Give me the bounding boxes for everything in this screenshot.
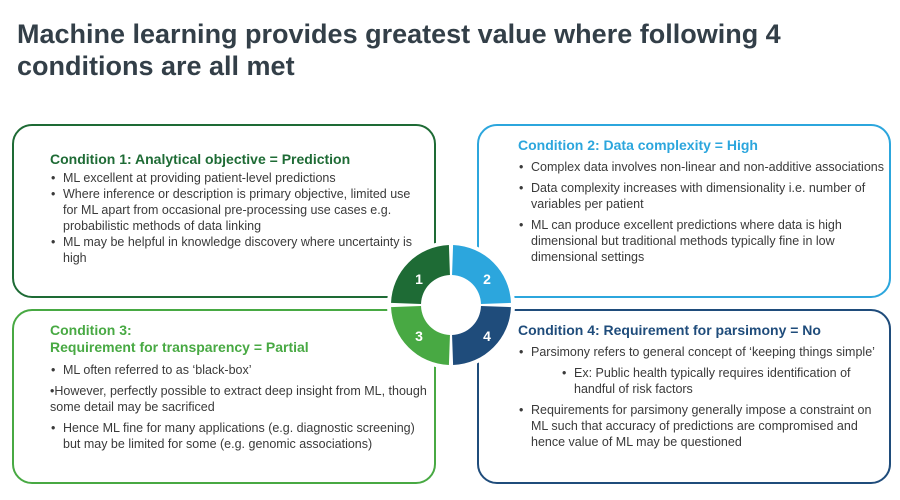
bullet-item: ML often referred to as ‘black-box’ bbox=[50, 362, 428, 378]
condition-donut: 1 2 3 4 bbox=[387, 241, 515, 369]
donut-label-1: 1 bbox=[415, 271, 423, 287]
donut-segment-2 bbox=[452, 245, 511, 304]
bullet-item: Parsimony refers to general concept of ‘… bbox=[518, 344, 884, 360]
donut-segment-1 bbox=[391, 245, 450, 304]
page-title: Machine learning provides greatest value… bbox=[17, 19, 781, 81]
bullet-item: Complex data involves non-linear and non… bbox=[518, 159, 886, 175]
bullet-item: Hence ML fine for many applications (e.g… bbox=[50, 420, 428, 452]
condition-1-bullets: ML excellent at providing patient-level … bbox=[50, 170, 428, 266]
condition-3-heading-line2: Requirement for transparency = Partial bbox=[50, 339, 309, 355]
donut-outline bbox=[387, 241, 515, 369]
condition-2-bullets: Complex data involves non-linear and non… bbox=[518, 159, 886, 265]
condition-3-heading-line1: Condition 3: bbox=[50, 322, 132, 338]
donut-segment-3 bbox=[391, 306, 450, 365]
donut-label-2: 2 bbox=[483, 271, 491, 287]
bullet-item: ML can produce excellent predictions whe… bbox=[518, 217, 886, 265]
condition-4-heading: Condition 4: Requirement for parsimony =… bbox=[518, 322, 821, 338]
condition-2-card: Condition 2: Data complexity = High Comp… bbox=[477, 124, 891, 298]
condition-1-card: Condition 1: Analytical objective = Pred… bbox=[12, 124, 436, 298]
condition-2-heading: Condition 2: Data complexity = High bbox=[518, 137, 758, 153]
donut-label-3: 3 bbox=[415, 328, 423, 344]
condition-3-bullets: ML often referred to as ‘black-box’ •How… bbox=[50, 362, 428, 452]
condition-4-card: Condition 4: Requirement for parsimony =… bbox=[477, 309, 891, 484]
bullet-item: ML may be helpful in knowledge discovery… bbox=[50, 234, 428, 266]
condition-4-bullets: Parsimony refers to general concept of ‘… bbox=[518, 344, 884, 450]
donut-label-4: 4 bbox=[483, 328, 491, 344]
condition-3-heading: Condition 3: Requirement for transparenc… bbox=[50, 322, 428, 356]
bullet-item: Requirements for parsimony generally imp… bbox=[518, 402, 884, 450]
condition-1-heading: Condition 1: Analytical objective = Pred… bbox=[50, 151, 351, 167]
condition-3-card: Condition 3: Requirement for transparenc… bbox=[12, 309, 436, 484]
bullet-item: •However, perfectly possible to extract … bbox=[50, 384, 427, 414]
donut-segment-4 bbox=[452, 306, 511, 365]
bullet-item: Where inference or description is primar… bbox=[50, 186, 428, 234]
bullet-item: Data complexity increases with dimension… bbox=[518, 180, 886, 212]
bullet-item: ML excellent at providing patient-level … bbox=[50, 170, 428, 186]
sub-bullet-item: Ex: Public health typically requires ide… bbox=[518, 365, 884, 397]
